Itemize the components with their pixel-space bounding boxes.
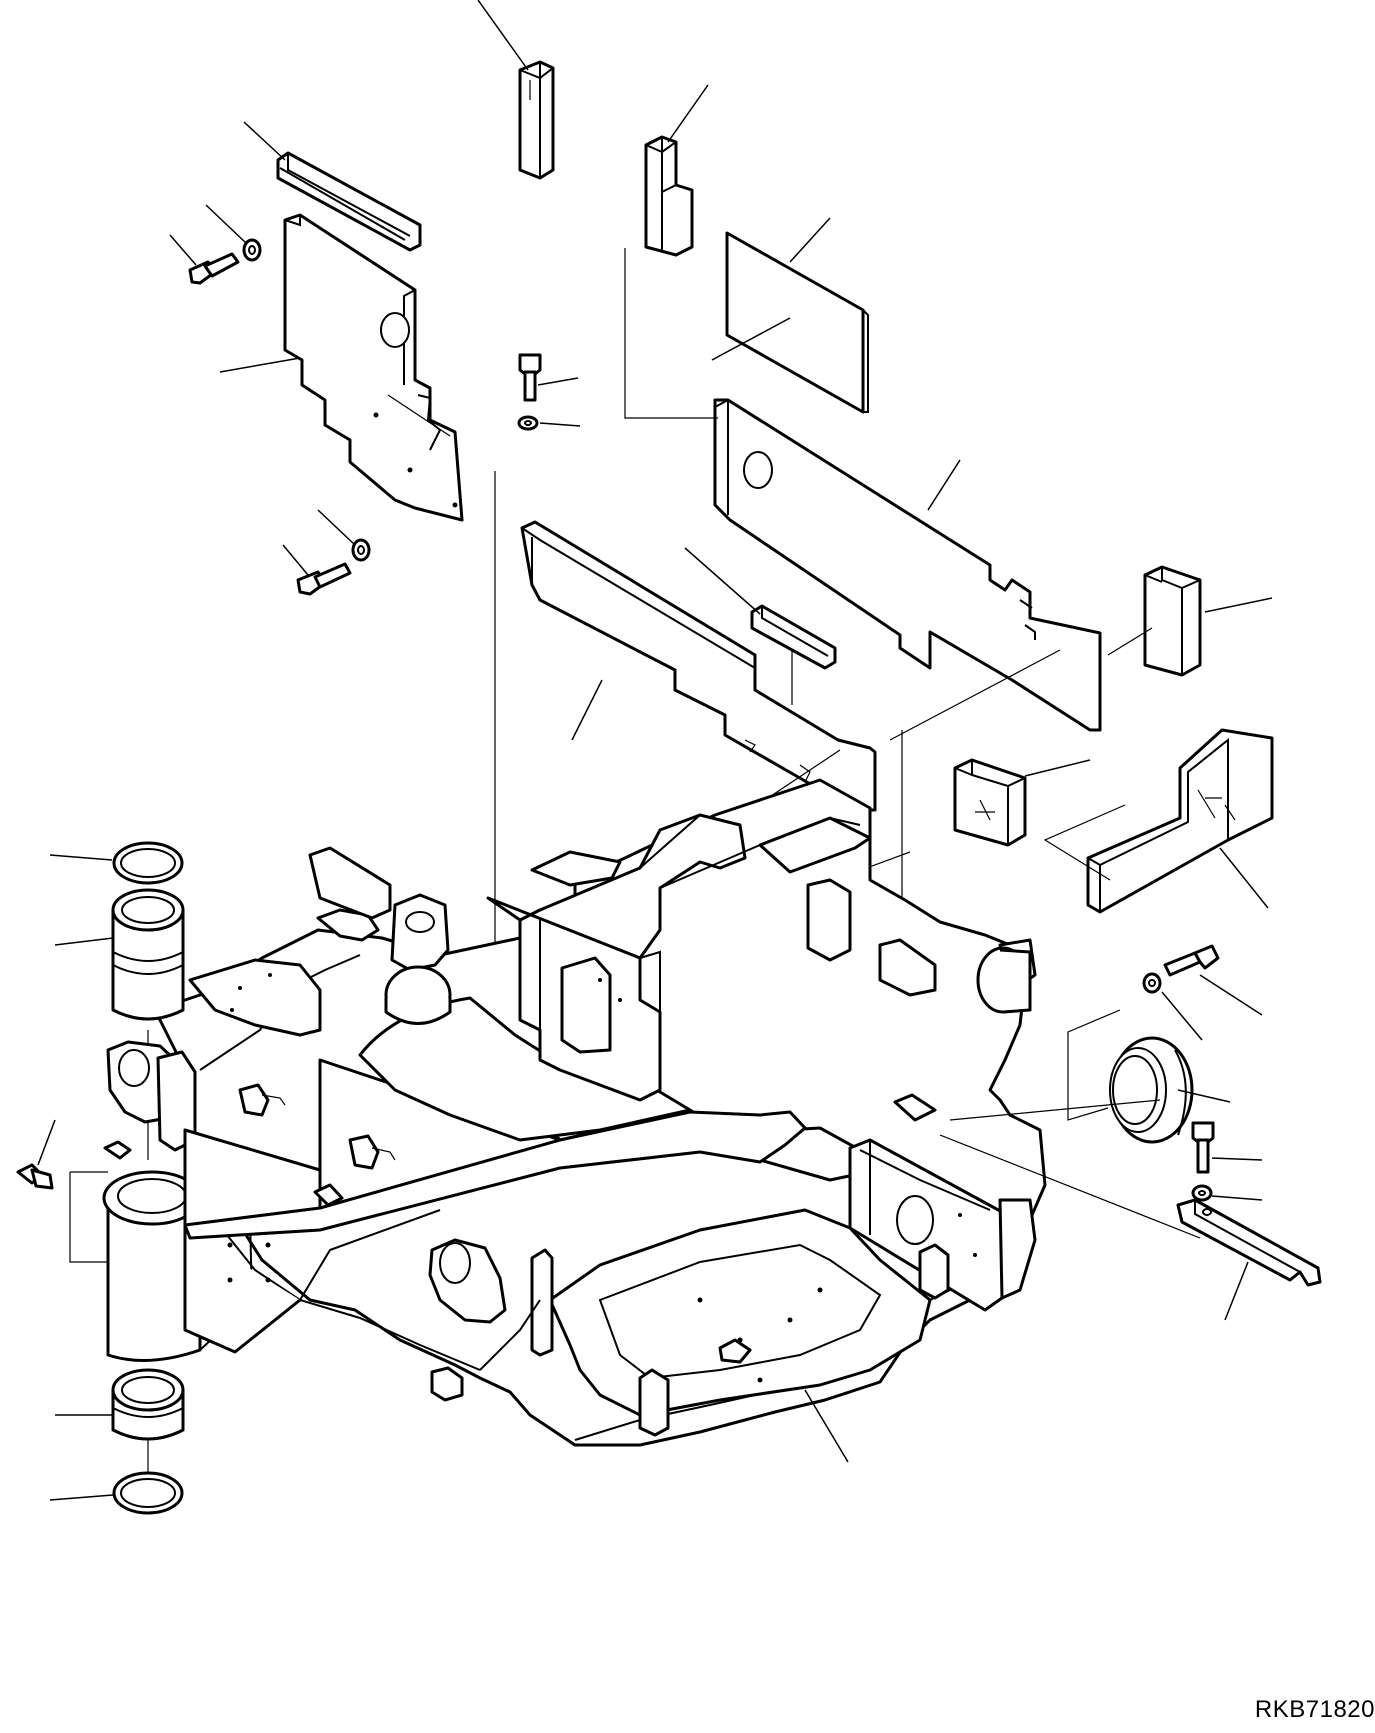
bolt [518,353,542,402]
lower-bracket [530,1248,554,1357]
lower-bracket [893,1093,937,1122]
cover-plate-left [283,213,464,522]
bolt [188,252,240,285]
rubber-strip-2 [750,604,837,670]
spacer-cube [953,758,1027,847]
frame-upper-rail [486,813,872,960]
hose-clamp [238,1083,286,1117]
drawing-code-label: RKB71820 [1254,1696,1375,1723]
cross-member [183,1110,807,1240]
cab-mount-bracket [878,938,937,997]
rubber-strip-1 [276,151,422,252]
rubber-grommet [1109,1036,1194,1144]
frame-right-structure [518,908,662,1102]
bolt [1191,1121,1215,1174]
swing-boss-left-top [384,893,452,1025]
lower-bracket [718,1338,752,1364]
bushing-bottom [111,1368,185,1441]
insulation-mat [725,231,869,414]
mounting-bracket [1176,1198,1322,1287]
lower-bracket [430,1366,464,1402]
hose-clamp [348,1134,396,1170]
bolt [296,562,352,596]
spacer-block-2 [1143,565,1202,677]
stepped-block [644,135,694,257]
swing-bracket-boss [106,1040,197,1152]
lower-bracket [918,1243,950,1300]
cab-mount-bracket [806,878,852,962]
lower-bracket [103,1140,132,1160]
lower-floor-plate [548,1208,932,1417]
grease-fitting [16,1163,54,1190]
lower-bracket [638,1368,670,1437]
spacer-l-block [1086,728,1274,914]
leader-line [477,0,529,71]
side-bracket-left [188,846,392,1037]
swing-pin-boss [428,1238,507,1324]
swing-circle-opening [358,996,692,1142]
lower-bracket [313,1183,344,1207]
spacer-block-1 [518,60,555,180]
cover-plate-long [713,398,1102,732]
bolt [1163,944,1220,977]
bushing-top [111,888,185,1021]
boom-foot-boss [102,1170,254,1362]
